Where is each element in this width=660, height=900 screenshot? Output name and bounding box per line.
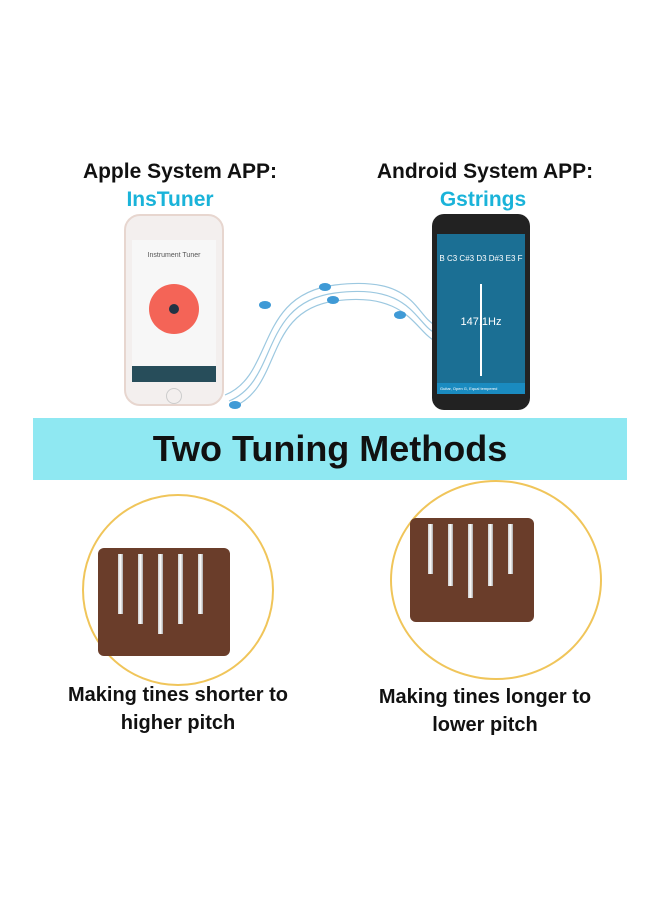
android-app-title: Android System APP: — [376, 160, 594, 183]
android-phone-image: B C3 C#3 D3 D#3 E3 F 147.1Hz Guitar, Ope… — [432, 214, 530, 410]
apple-app-title: Apple System APP: — [82, 160, 278, 183]
note-strip: B C3 C#3 D3 D#3 E3 F — [439, 254, 523, 263]
caption-line: Making tines shorter to — [67, 684, 289, 706]
kalimba-image — [98, 548, 230, 656]
banner-heading: Two Tuning Methods — [33, 418, 627, 480]
instuner-label: InsTuner — [126, 188, 214, 211]
right-kalimba-circle — [390, 480, 602, 680]
left-caption: Making tines shorter to higher pitch — [30, 681, 326, 737]
iphone-image: Instrument Tuner — [124, 214, 224, 406]
tuner-screen-title: Instrument Tuner — [147, 252, 201, 259]
music-notes-decoration — [224, 282, 436, 409]
gstrings-label: Gstrings — [439, 188, 527, 211]
kalimba-image — [410, 518, 534, 622]
right-caption: Making tines longer to lower pitch — [340, 683, 630, 739]
tuner-dial-icon — [149, 284, 199, 334]
tuning-footer: Guitar, Open G, Equal tempered — [437, 383, 525, 394]
caption-line: higher pitch — [120, 712, 236, 734]
left-kalimba-circle — [82, 494, 274, 686]
frequency-readout: 147.1Hz — [460, 316, 502, 328]
caption-line: lower pitch — [432, 714, 538, 736]
caption-line: Making tines longer to — [378, 686, 592, 708]
